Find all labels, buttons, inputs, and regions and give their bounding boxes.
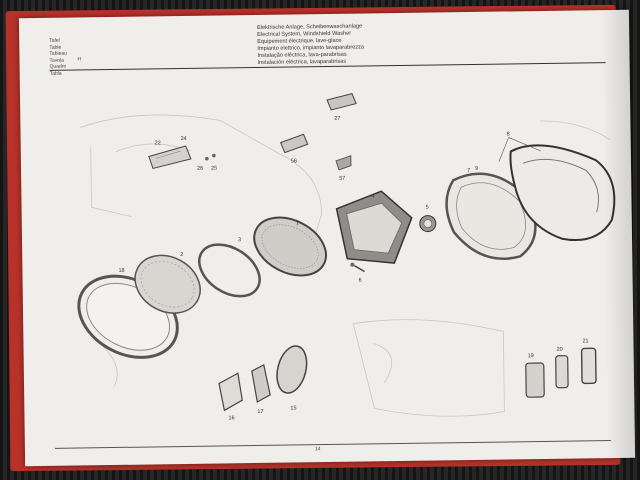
part-57-lamp bbox=[280, 133, 309, 154]
part-20-light bbox=[525, 362, 545, 398]
car-body-outline bbox=[80, 114, 611, 417]
part-8-housing bbox=[498, 137, 616, 241]
part-label: 25 bbox=[211, 166, 217, 172]
part-label: 15 bbox=[290, 405, 296, 411]
part-21-light bbox=[555, 355, 569, 389]
part-15-lamp bbox=[276, 345, 308, 394]
part-label: 8 bbox=[507, 131, 510, 137]
part-label: 17 bbox=[257, 409, 263, 415]
part-label: 16 bbox=[228, 415, 234, 421]
part-label: 9 bbox=[475, 166, 478, 172]
part-label: 21 bbox=[582, 338, 588, 344]
part-label: 20 bbox=[557, 347, 563, 353]
catalog-page: Tafel Table Tabieau Tavola Quadro Tabla … bbox=[18, 9, 636, 467]
part-3-gasket bbox=[198, 243, 261, 298]
page-number: 14 bbox=[314, 446, 321, 453]
part-label: 7 bbox=[467, 168, 470, 174]
part-6-screw bbox=[350, 262, 365, 273]
part-17-lamp bbox=[251, 364, 271, 403]
part-2-lens bbox=[134, 254, 201, 314]
part-label: 4 bbox=[371, 193, 374, 199]
part-9-frame bbox=[445, 172, 537, 261]
part-label: 22 bbox=[155, 140, 161, 146]
part-4-reflector bbox=[335, 190, 413, 264]
part-5-socket bbox=[419, 215, 437, 233]
part-24-25-side-lamp bbox=[148, 145, 192, 170]
exploded-parts-diagram: 1 2 3 4 5 6 7 8 9 15 16 17 18 19 20 21 2… bbox=[77, 93, 616, 421]
part-label: 26 bbox=[197, 166, 203, 172]
part-label: 27 bbox=[334, 116, 340, 122]
part-label: 6 bbox=[359, 278, 362, 284]
part-22-light bbox=[580, 347, 597, 385]
part-label: 18 bbox=[118, 268, 124, 274]
part-26-27-screws bbox=[205, 153, 216, 161]
part-label: 3 bbox=[238, 237, 241, 243]
part-label: 5 bbox=[426, 205, 429, 211]
part-label: 24 bbox=[181, 136, 187, 142]
part-label: 2 bbox=[180, 252, 183, 258]
part-56-lamp bbox=[326, 93, 357, 111]
part-label: 57 bbox=[339, 176, 345, 182]
part-1-headlamp-insert bbox=[253, 216, 327, 277]
part-16-lamp bbox=[218, 372, 243, 412]
part-label: 1 bbox=[296, 220, 299, 226]
part-58-clip bbox=[335, 155, 352, 171]
part-label: 19 bbox=[528, 353, 534, 359]
part-label: 56 bbox=[291, 158, 297, 164]
